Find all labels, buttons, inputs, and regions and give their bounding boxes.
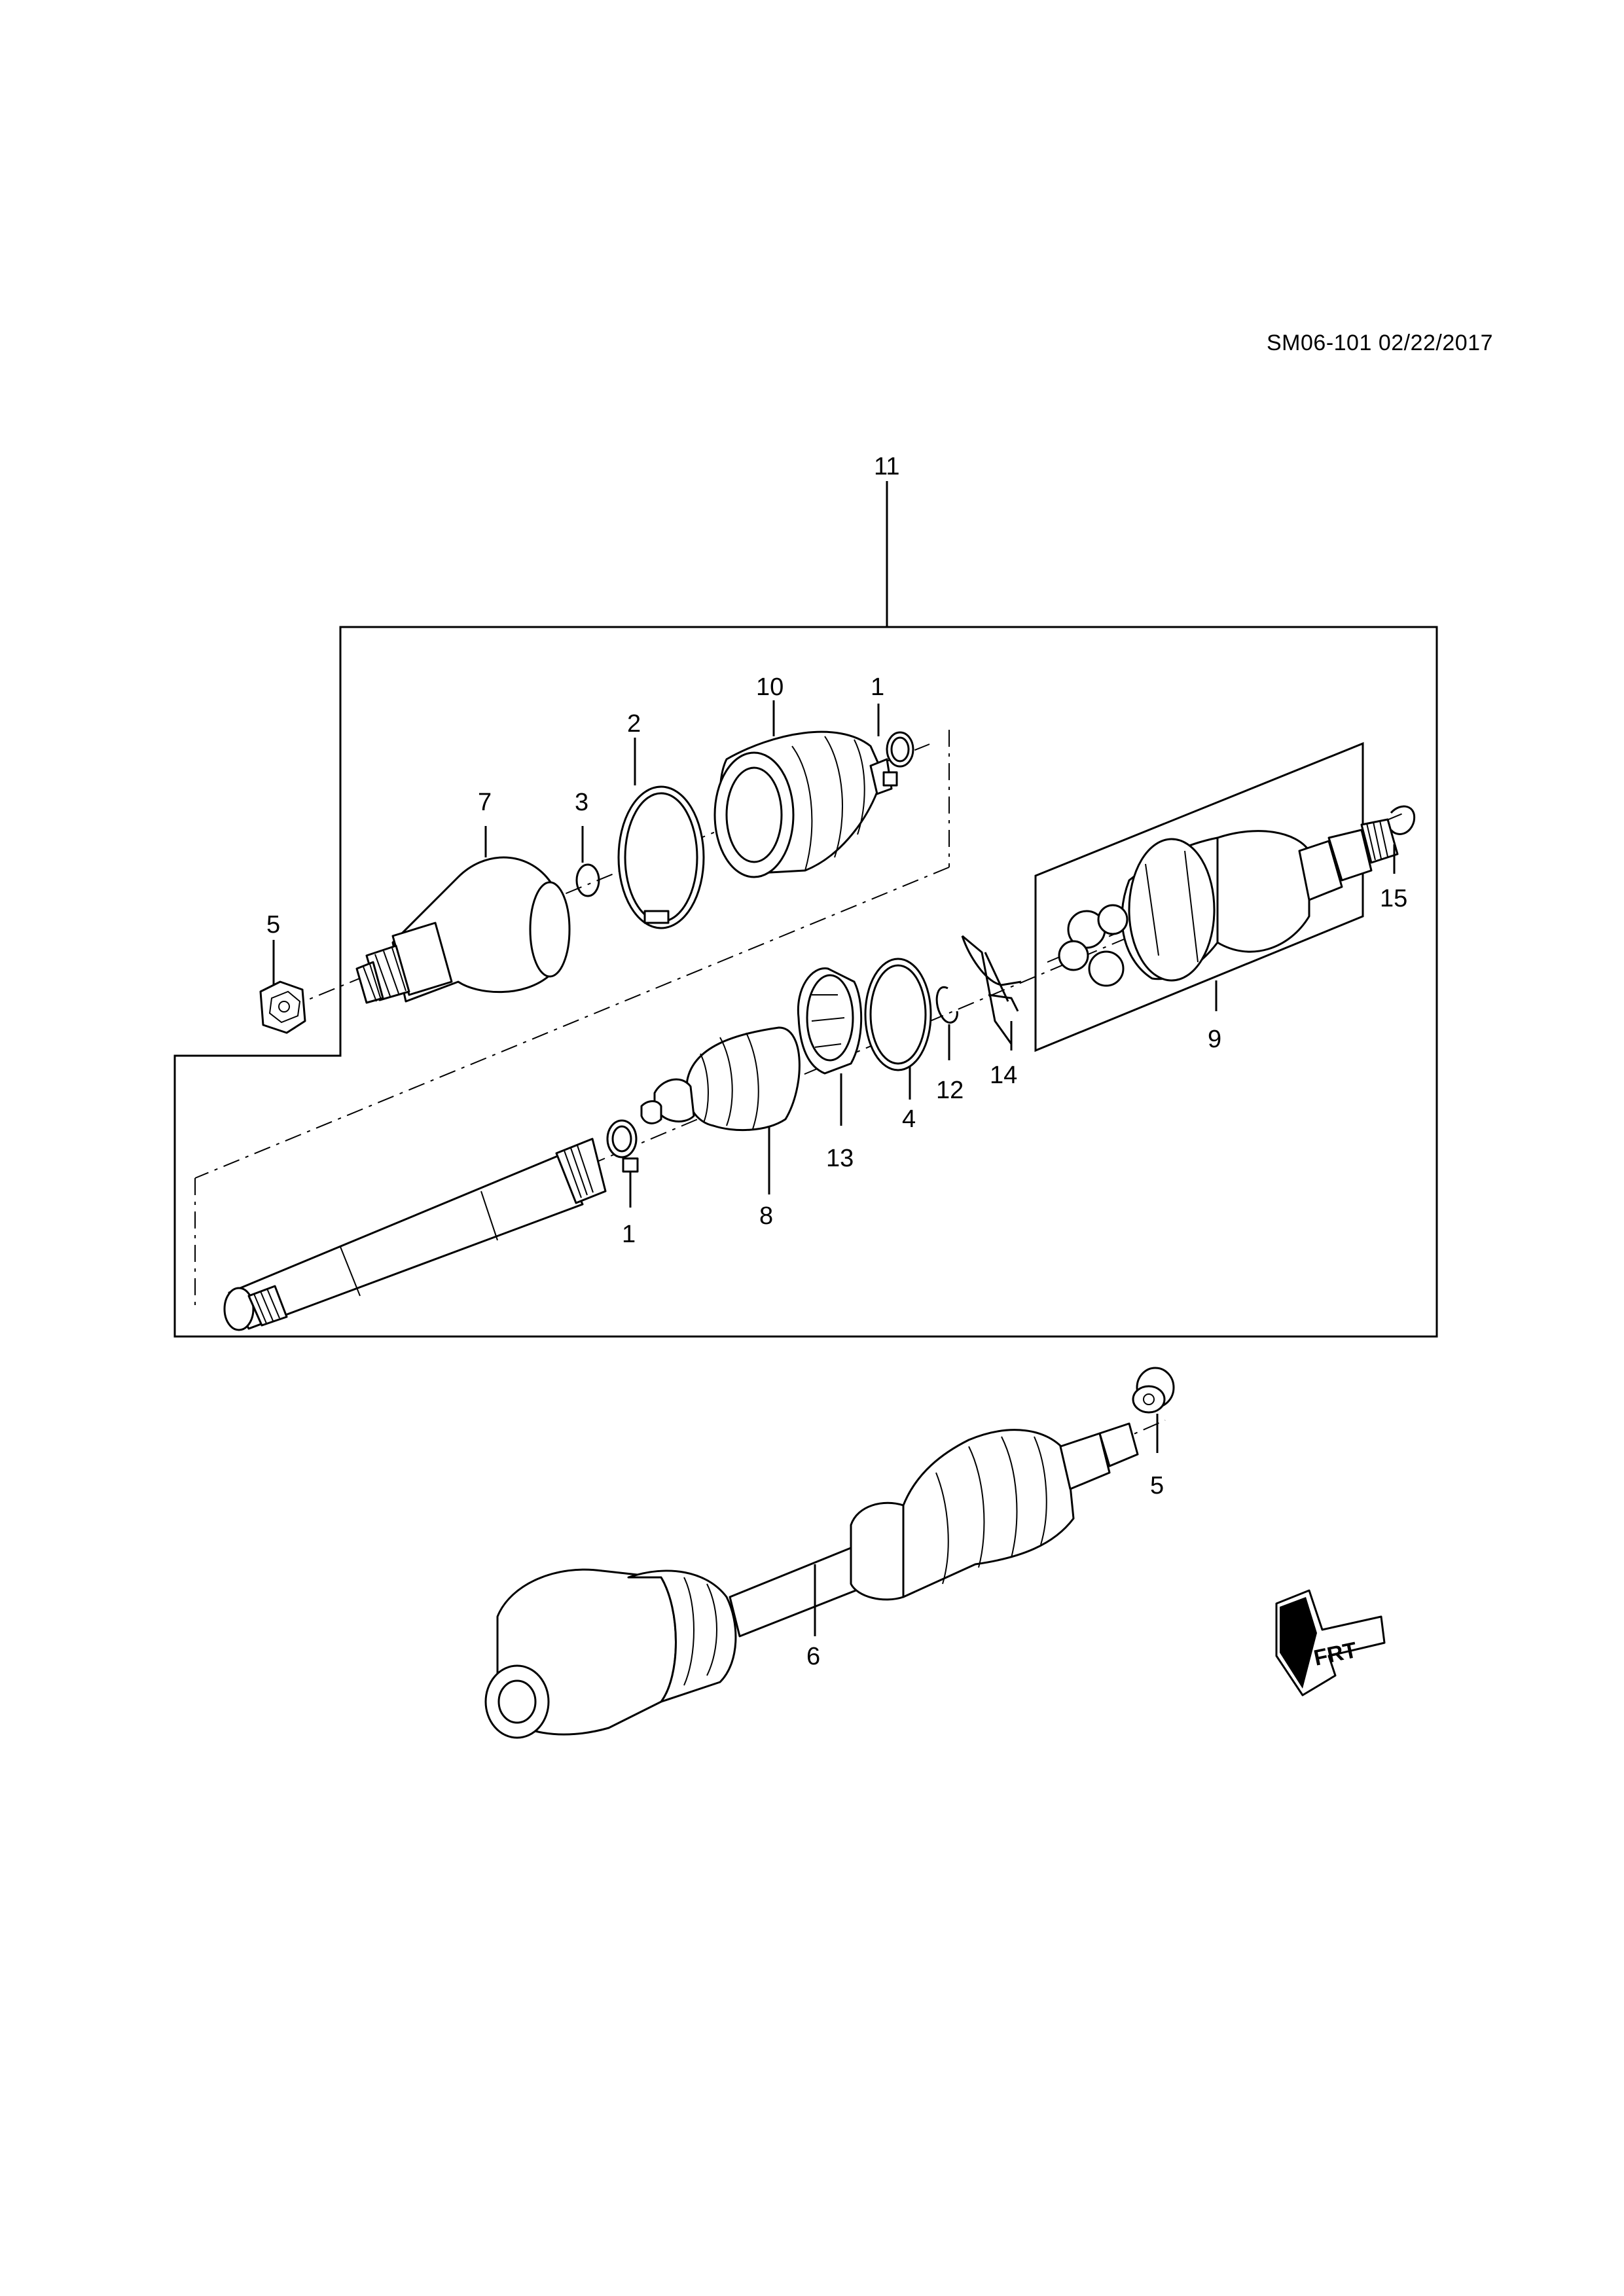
- callout-7: 7: [478, 789, 492, 816]
- small-boot-clamp-1-bottom: [606, 1119, 639, 1208]
- kit-outline-11: [173, 481, 1438, 1338]
- callout-8: 8: [759, 1202, 773, 1230]
- outer-cv-boot-10: [713, 700, 893, 878]
- inner-tripod-joint-9: [1058, 818, 1399, 987]
- retainer-clip-14: [961, 935, 1022, 1050]
- diagram-reference-code: SM06-101 02/22/2017: [1267, 331, 1493, 355]
- callout-14: 14: [990, 1062, 1017, 1089]
- callout-1-top: 1: [871, 673, 884, 701]
- front-direction-arrow-icon: FRT: [1275, 1589, 1386, 1696]
- callout-1-bottom: 1: [622, 1221, 636, 1248]
- callout-9: 9: [1208, 1026, 1221, 1053]
- boot-seal-ring-13: [797, 967, 863, 1126]
- subassembly-box-9: [1034, 742, 1364, 1052]
- callout-13: 13: [826, 1145, 854, 1172]
- snap-ring-12: [935, 986, 958, 1060]
- snap-ring-3: [575, 826, 600, 897]
- callout-12: 12: [936, 1077, 964, 1104]
- callout-3: 3: [575, 789, 588, 816]
- outer-cv-joint-7: [355, 826, 571, 1004]
- circlip-15: [1390, 805, 1416, 874]
- boot-clamp-4: [864, 958, 932, 1100]
- flange-nut-left-5: [259, 940, 306, 1034]
- inner-cv-boot-8: [640, 1026, 801, 1194]
- small-boot-clamp-1-top: [877, 704, 914, 787]
- callout-11: 11: [874, 453, 899, 480]
- callout-6: 6: [806, 1643, 820, 1670]
- axle-shaft: [223, 1138, 607, 1331]
- callout-15: 15: [1380, 885, 1407, 912]
- callout-10: 10: [756, 673, 784, 701]
- callout-4: 4: [902, 1105, 916, 1133]
- callout-2: 2: [627, 710, 641, 738]
- complete-drive-shaft-6: [484, 1422, 1139, 1739]
- callout-5-left: 5: [266, 911, 280, 939]
- flange-nut-right-5: [1132, 1367, 1175, 1453]
- boot-clamp-2: [617, 738, 705, 929]
- callout-5-right: 5: [1150, 1472, 1164, 1499]
